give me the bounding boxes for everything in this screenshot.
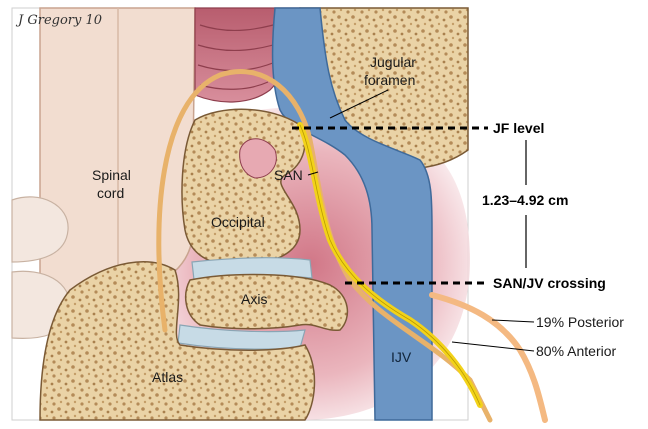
label-atlas: Atlas (152, 369, 183, 385)
label-posterior: 19% Posterior (536, 314, 624, 330)
label-san: SAN (274, 167, 303, 183)
label-occipital: Occipital (211, 214, 265, 230)
condyle-notch (240, 139, 277, 178)
label-crossing: SAN/JV crossing (493, 275, 606, 291)
label-jugular-foramen-1: Jugular (370, 54, 416, 70)
label-distance: 1.23–4.92 cm (482, 192, 568, 208)
label-spinal-cord-2: cord (97, 185, 124, 201)
label-axis: Axis (241, 291, 267, 307)
artist-signature: J Gregory 10 (15, 13, 102, 28)
label-ijv: IJV (391, 349, 412, 365)
label-anterior: 80% Anterior (536, 343, 616, 359)
label-spinal-cord-1: Spinal (92, 167, 131, 183)
label-jf-level: JF level (493, 120, 544, 136)
label-jugular-foramen-2: foramen (364, 72, 415, 88)
